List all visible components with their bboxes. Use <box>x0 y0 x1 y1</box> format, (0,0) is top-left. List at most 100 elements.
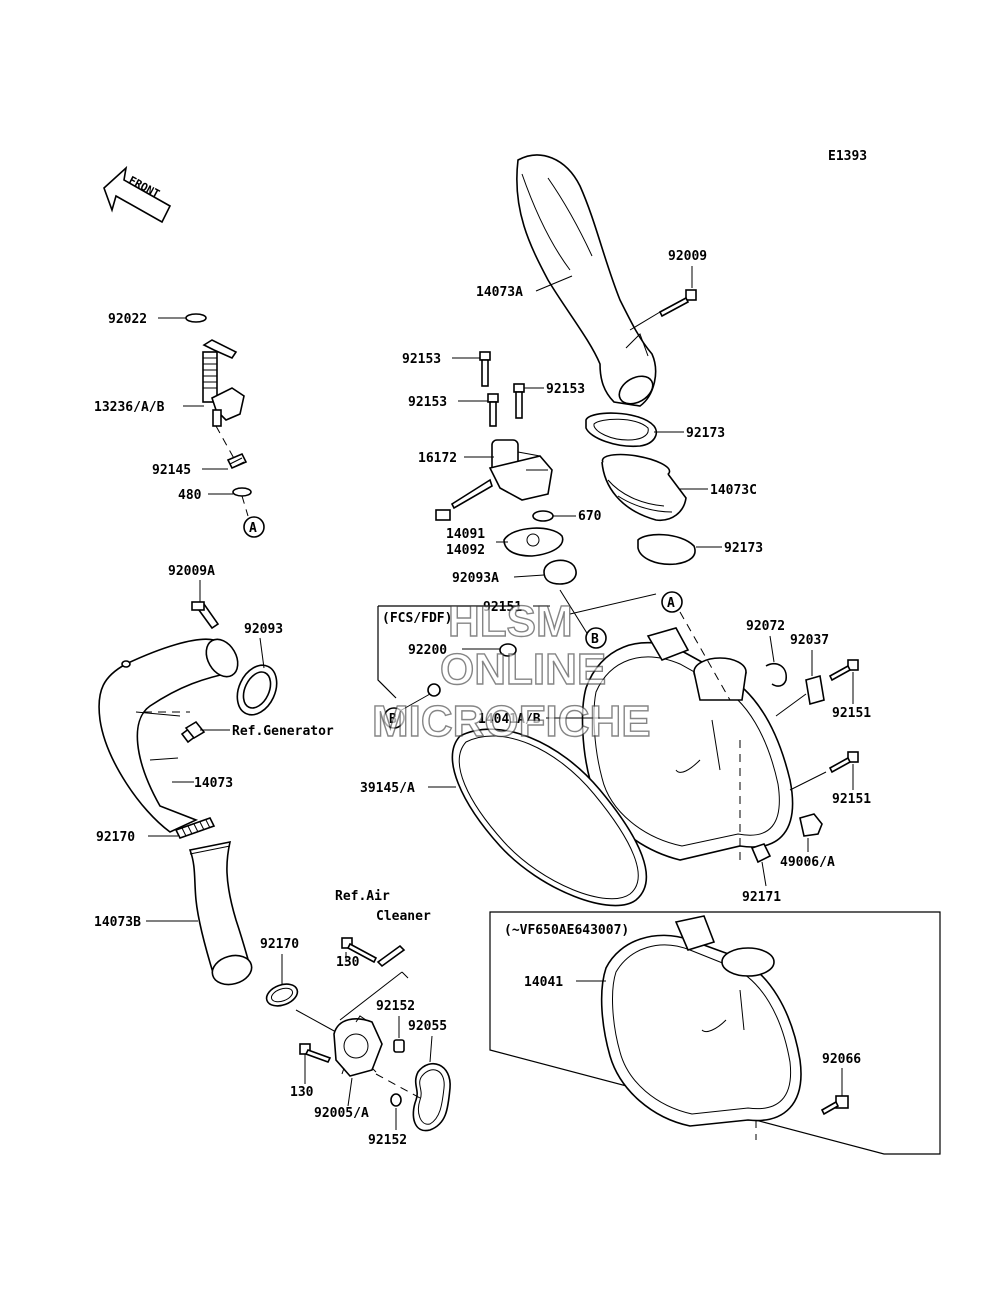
fcs-fdf-group-box <box>377 605 520 699</box>
part-14073C-boot <box>601 453 687 522</box>
part-39145-belt <box>451 728 648 907</box>
callout-B-top: B <box>585 627 607 649</box>
watermark: HLSM ONLINE MICROFICHE <box>371 596 651 746</box>
front-direction-arrow: FRONT <box>103 165 172 224</box>
label-92009A: 92009A <box>168 564 215 579</box>
part-92066-bolt <box>820 1095 849 1116</box>
label-92152-upper: 92152 <box>376 999 415 1014</box>
svg-text:HLSM: HLSM <box>448 597 573 646</box>
svg-text:B: B <box>591 632 599 647</box>
part-92145-spring <box>226 452 248 470</box>
part-92153-bolt-c <box>487 393 499 427</box>
svg-text:ONLINE: ONLINE <box>440 645 606 694</box>
part-92005-housing <box>333 1015 383 1077</box>
part-670-oring <box>532 510 554 522</box>
label-92022: 92022 <box>108 312 147 327</box>
part-92152-spacer-lower <box>390 1093 402 1107</box>
label-ref-generator: Ref.Generator <box>232 724 334 739</box>
part-13236-shaft <box>202 339 245 427</box>
label-92037: 92037 <box>790 633 829 648</box>
part-92152-spacer-upper <box>393 1039 405 1053</box>
callout-A-right: A <box>661 591 683 613</box>
label-92151-b: 92151 <box>832 706 871 721</box>
label-92005: 92005/A <box>314 1106 369 1121</box>
label-130-lower: 130 <box>290 1085 314 1100</box>
svg-text:MICROFICHE: MICROFICHE <box>372 697 651 746</box>
part-92072-clip <box>765 662 787 687</box>
part-92093A-gasket <box>543 559 577 585</box>
part-92170-clamp-upper <box>174 817 216 839</box>
label-92009: 92009 <box>668 249 707 264</box>
label-480: 480 <box>178 488 202 503</box>
label-14073A: 14073A <box>476 285 523 300</box>
label-92170-upper: 92170 <box>96 830 135 845</box>
label-92170-lower: 92170 <box>260 937 299 952</box>
part-14041AB-cover <box>581 627 794 861</box>
label-14073: 14073 <box>194 776 233 791</box>
label-ref-air-2: Cleaner <box>376 909 431 924</box>
part-92170-clamp-lower <box>265 983 299 1007</box>
label-130-upper: 130 <box>336 955 360 970</box>
label-ref-air-1: Ref.Air <box>335 889 390 904</box>
label-14041AB: 14041A/B <box>478 712 541 727</box>
part-92200-washer <box>427 683 441 697</box>
svg-text:A: A <box>249 521 257 536</box>
label-92152-lower: 92152 <box>368 1133 407 1148</box>
label-92151-c: 92151 <box>832 792 871 807</box>
part-92153-bolt-b <box>513 383 525 419</box>
part-92055-gasket <box>412 1062 451 1132</box>
part-14073A-intake-duct <box>516 154 657 407</box>
label-92093A: 92093A <box>452 571 499 586</box>
part-92037-clamp <box>805 674 825 706</box>
label-fcs-fdf: (FCS/FDF) <box>382 611 452 626</box>
part-92009A-bolt <box>191 601 220 630</box>
label-92173-upper: 92173 <box>686 426 725 441</box>
part-92151-bolt-b <box>828 659 859 682</box>
part-92093-seal <box>236 664 278 716</box>
label-16172: 16172 <box>418 451 457 466</box>
part-14073B-duct <box>188 840 253 986</box>
label-13236: 13236/A/B <box>94 400 165 415</box>
label-670: 670 <box>578 509 602 524</box>
label-vf-variant: (~VF650AE643007) <box>504 923 629 938</box>
label-92072: 92072 <box>746 619 785 634</box>
label-49006: 49006/A <box>780 855 835 870</box>
label-92153-a: 92153 <box>402 352 441 367</box>
diagram-code: E1393 <box>828 149 867 164</box>
part-49006-damper <box>799 813 823 837</box>
part-92153-bolt-a <box>479 351 491 387</box>
part-130-bolt-upper <box>341 937 378 964</box>
label-92153-c: 92153 <box>408 395 447 410</box>
label-92200: 92200 <box>408 643 447 658</box>
part-92173-band-lower <box>637 533 696 566</box>
label-39145: 39145/A <box>360 781 415 796</box>
variant-box <box>489 911 941 1155</box>
part-92009-bolt <box>658 289 697 318</box>
label-92055: 92055 <box>408 1019 447 1034</box>
label-14092: 14092 <box>446 543 485 558</box>
label-92151-a: 92151 <box>483 600 522 615</box>
callout-A-left: A <box>243 516 265 538</box>
part-16172-actuator <box>435 439 553 521</box>
label-14041: 14041 <box>524 975 563 990</box>
label-92153-b: 92153 <box>546 382 585 397</box>
part-130-bolt-lower <box>299 1043 332 1063</box>
part-14073-duct <box>98 638 239 833</box>
label-92093: 92093 <box>244 622 283 637</box>
label-14091: 14091 <box>446 527 485 542</box>
label-92145: 92145 <box>152 463 191 478</box>
part-14091-cover <box>503 527 564 557</box>
label-14073B: 14073B <box>94 915 141 930</box>
part-92173-band-upper <box>585 412 658 448</box>
part-92171-clip <box>750 843 772 864</box>
part-480-oring <box>232 487 252 497</box>
label-14073C: 14073C <box>710 483 757 498</box>
part-ref-air-rod <box>376 944 406 968</box>
part-92022-washer <box>185 313 207 323</box>
label-92173-lower: 92173 <box>724 541 763 556</box>
label-92171: 92171 <box>742 890 781 905</box>
part-ref-generator-clip <box>184 720 206 740</box>
svg-text:A: A <box>667 596 675 611</box>
part-14041-cover <box>600 915 802 1127</box>
